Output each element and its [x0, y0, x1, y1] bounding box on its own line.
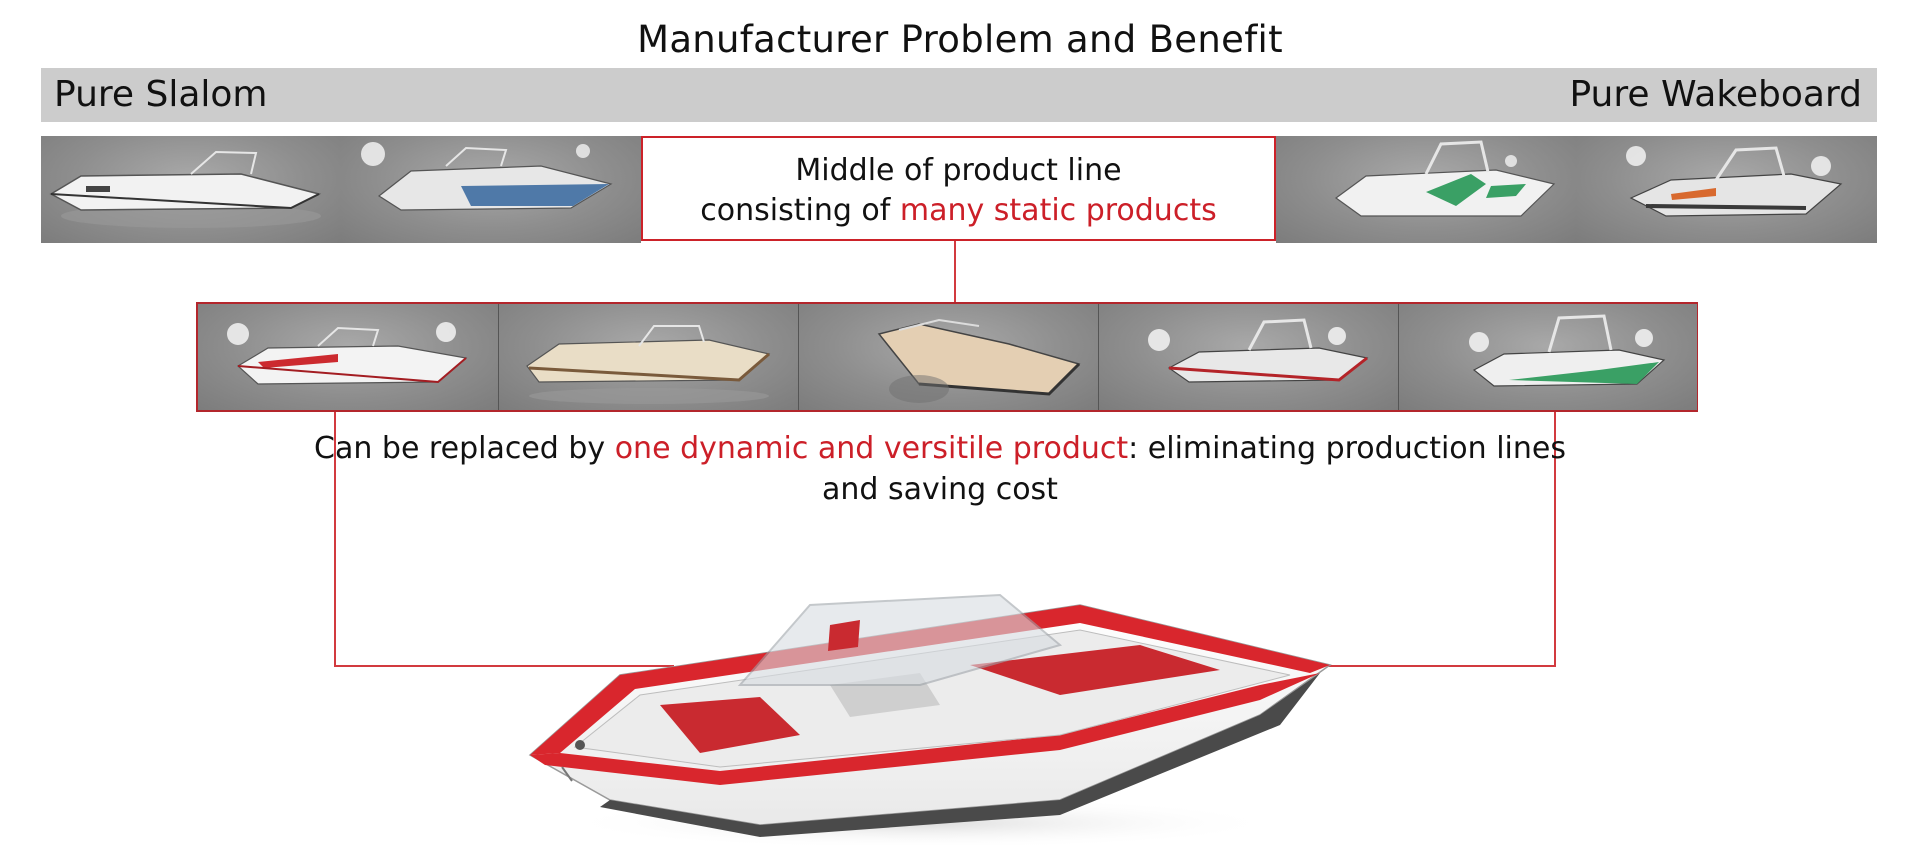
boat-photo-red-white [198, 304, 498, 410]
connector-left-horizontal [334, 665, 674, 667]
middle-product-line-box: Middle of product line consisting of man… [641, 136, 1276, 241]
desc-text-1: Can be replaced by [314, 431, 615, 466]
connector-left-vertical [334, 412, 336, 666]
connector-right-horizontal [1320, 665, 1556, 667]
middle-products-row [196, 302, 1698, 412]
spectrum-right-label: Pure Wakeboard [1569, 74, 1862, 115]
middle-box-line2-text: consisting of [700, 193, 900, 228]
boat-photo-tower-green-2 [1398, 304, 1697, 410]
top-left-images [41, 136, 641, 243]
benefit-description: Can be replaced by one dynamic and versi… [300, 428, 1580, 510]
connector-right-vertical [1554, 412, 1556, 666]
product-spectrum-bar: Pure Slalom Pure Wakeboard [41, 68, 1877, 122]
boat-photo-blue [341, 136, 641, 243]
spectrum-left-label: Pure Slalom [54, 74, 268, 115]
boat-photo-slalom-white [41, 136, 341, 243]
boat-photo-tower-orange [1576, 136, 1877, 243]
top-right-images [1276, 136, 1877, 243]
boat-photo-tan-sport [798, 304, 1099, 410]
desc-highlight: one dynamic and versitile product [614, 431, 1129, 466]
middle-box-highlight: many static products [899, 193, 1217, 228]
boat-photo-tower-green [1276, 136, 1576, 243]
boat-photo-tan [498, 304, 799, 410]
connector-vertical-top [954, 241, 956, 302]
boat-render-red-white [500, 585, 1360, 849]
page-title: Manufacturer Problem and Benefit [637, 18, 1283, 61]
middle-box-line2: consisting of many static products [643, 191, 1274, 231]
middle-box-line1: Middle of product line [795, 153, 1122, 188]
boat-photo-tower-red [1098, 304, 1399, 410]
desc-text-2: : eliminating production lines and savin… [822, 431, 1566, 507]
